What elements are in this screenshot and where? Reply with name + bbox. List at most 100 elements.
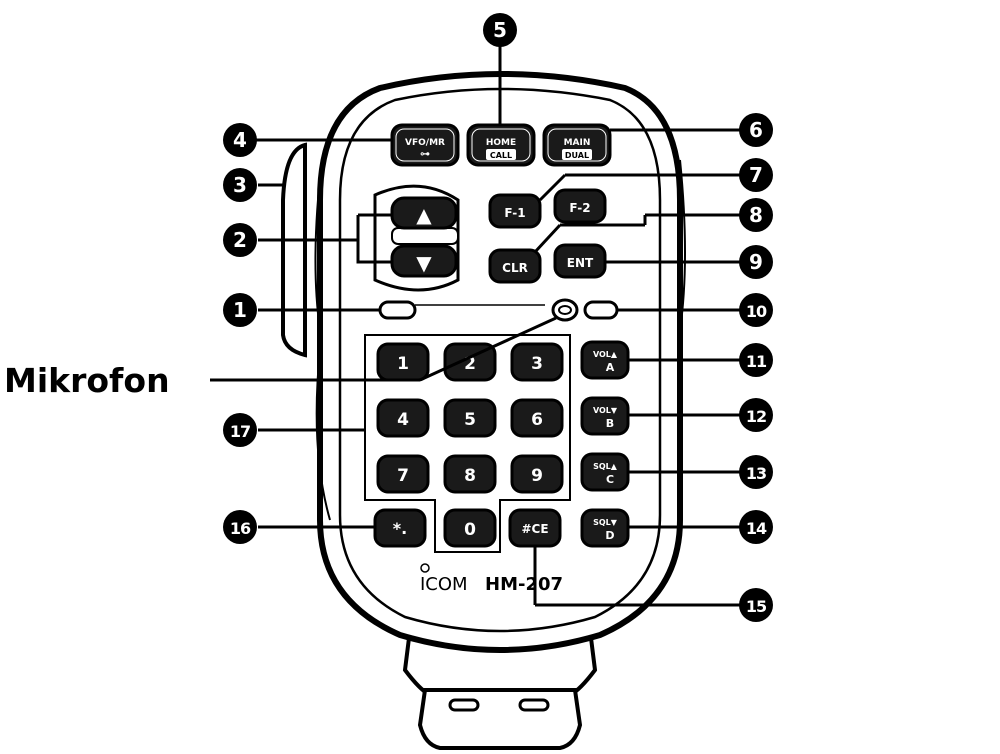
digit-label: 2 [464,354,476,374]
star-key[interactable]: *. [373,508,427,548]
callout-number: 7 [749,163,763,187]
digit-label: 5 [464,410,476,430]
sql-up-label: SQL▲ [593,462,618,471]
callout-number: 16 [230,519,251,538]
digit-key-0[interactable]: 0 [443,508,497,548]
callout-number: 14 [746,519,767,538]
key-lock-glyph: ⊶ [420,149,430,160]
callout-7: 7 [739,158,773,192]
digit-key-9[interactable]: 9 [510,454,564,494]
callout-4: 4 [223,123,257,157]
callout-8: 8 [739,198,773,232]
digit-label: 6 [531,410,543,430]
callout-number: 10 [746,302,767,321]
down-arrow-icon: ▼ [416,251,432,275]
clr-label: CLR [502,261,528,275]
digit-label: 3 [531,354,543,374]
vfo-mr-key[interactable]: VFO/MR ⊶ [390,123,460,167]
ent-key[interactable]: ENT [553,243,607,279]
key-b-label: B [606,417,614,430]
callout-1: 1 [223,293,257,327]
callout-9: 9 [739,245,773,279]
digit-key-6[interactable]: 6 [510,398,564,438]
callout-number: 17 [230,422,250,441]
f2-label: F-2 [569,201,590,215]
hash-key[interactable]: #CE [508,508,562,548]
digit-key-3[interactable]: 3 [510,342,564,382]
lock-indicator [583,300,619,320]
callout-14: 14 [739,510,773,544]
callout-5: 5 [483,13,517,47]
vol-down-key[interactable]: VOL▼ B [580,396,630,436]
f1-label: F-1 [504,206,525,220]
digit-key-5[interactable]: 5 [443,398,497,438]
vol-up-label: VOL▲ [593,350,618,359]
key-c-label: C [606,473,614,486]
callout-16: 16 [223,510,257,544]
digit-label: 0 [464,520,476,540]
digit-keys: 1 2 3 4 5 6 7 8 9 0 [376,342,564,548]
indicator-row [378,298,619,322]
callout-6: 6 [739,113,773,147]
callout-number: 9 [749,250,763,274]
callout-2: 2 [223,223,257,257]
microphone-label: Mikrofon [4,361,170,400]
ptt-switch[interactable] [281,142,307,358]
sql-down-label: SQL▼ [593,518,618,527]
callout-number: 13 [746,464,766,483]
callout-17: 17 [223,413,257,447]
key-a-label: A [606,361,615,374]
hash-label: #CE [521,522,548,536]
f1-key[interactable]: F-1 [488,193,542,229]
callout-number: 3 [233,173,247,197]
digit-label: 4 [397,410,409,430]
key-d-label: D [605,529,614,542]
digit-key-7[interactable]: 7 [376,454,430,494]
up-key[interactable]: ▲ [390,196,458,230]
star-label: *. [393,519,407,538]
digit-label: 1 [397,354,409,374]
keypad-frame [364,334,571,553]
vfo-mr-label: VFO/MR [405,138,445,148]
callout-15: 15 [739,588,773,622]
digit-label: 8 [464,466,476,486]
tx-indicator [378,300,417,320]
brand-print: ICOM HM-207 [420,563,563,595]
home-call-key[interactable]: HOME CALL [466,123,536,167]
sql-down-key[interactable]: SQL▼ D [580,508,630,548]
brand-logo: ICOM [420,574,468,595]
callout-number: 15 [746,597,767,616]
dual-label: DUAL [565,151,589,160]
main-dual-key[interactable]: MAIN DUAL [542,123,612,167]
f2-key[interactable]: F-2 [553,188,607,224]
digit-label: 9 [531,466,543,486]
callout-10: 10 [739,293,773,327]
model-name: HM-207 [485,574,563,595]
sql-up-key[interactable]: SQL▲ C [580,452,630,492]
callout-number: 12 [746,407,766,426]
callout-number: 4 [233,128,247,152]
callout-12: 12 [739,398,773,432]
callout-number: 11 [746,352,767,371]
callout-number: 2 [233,228,247,252]
digit-label: 7 [397,466,409,486]
down-key[interactable]: ▼ [390,244,458,278]
vol-up-key[interactable]: VOL▲ A [580,340,630,380]
digit-key-8[interactable]: 8 [443,454,497,494]
call-label: CALL [490,151,512,160]
clr-key[interactable]: CLR [488,248,542,284]
up-arrow-icon: ▲ [416,203,432,227]
digit-key-1[interactable]: 1 [376,342,430,382]
callout-number: 8 [749,203,763,227]
callout-number: 1 [233,298,247,322]
callout-number: 5 [493,18,507,42]
callout-3: 3 [223,168,257,202]
callout-13: 13 [739,455,773,489]
main-label: MAIN [564,138,591,148]
digit-key-4[interactable]: 4 [376,398,430,438]
callout-11: 11 [739,343,773,377]
callout-number: 6 [749,118,763,142]
